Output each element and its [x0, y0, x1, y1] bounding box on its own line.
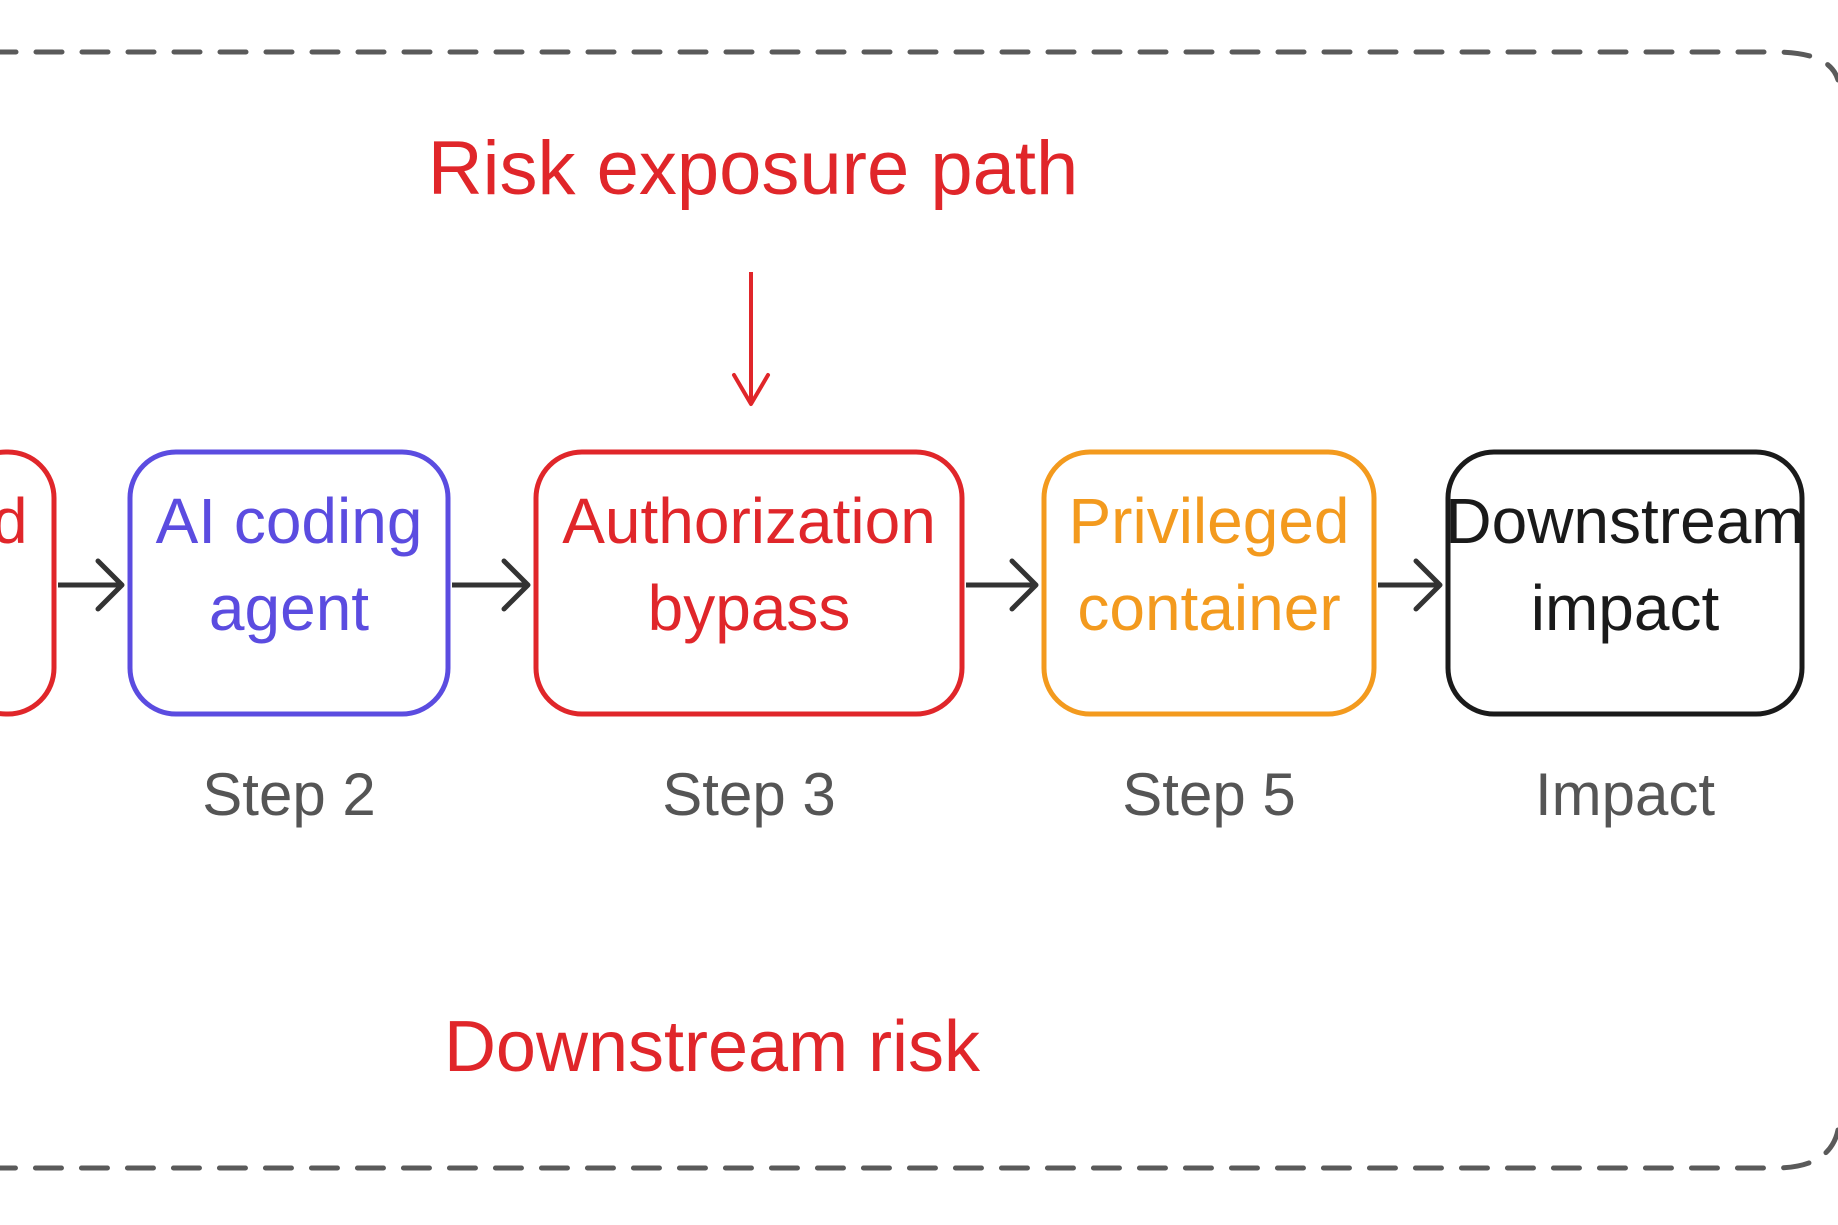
node-label-line: agent — [209, 572, 369, 644]
title-pointer-arrow — [732, 272, 770, 406]
step-caption: Step 2 — [202, 761, 375, 828]
node-box — [1041, 449, 1377, 717]
node-label-line: bypass — [648, 572, 851, 644]
node-label-line: d — [0, 485, 28, 557]
node-label-line: Downstream — [1445, 485, 1804, 557]
connector-arrow — [966, 558, 1039, 612]
node-label-line: AI coding — [156, 485, 423, 557]
diagram-footer: Downstream risk — [444, 1007, 981, 1087]
diagram-title: Risk exposure path — [428, 126, 1079, 211]
connector-arrow — [58, 558, 125, 612]
connector-arrows — [58, 558, 1443, 612]
node-label-line: Authorization — [562, 485, 936, 557]
node-box — [533, 449, 965, 717]
node-label-line: container — [1077, 572, 1340, 644]
dashed-boundary — [0, 49, 1838, 1171]
connector-arrow — [452, 558, 531, 612]
node-box — [1445, 449, 1805, 717]
node-label-line: impact — [1531, 572, 1720, 644]
node-box — [0, 449, 57, 717]
node-label-line: Privileged — [1068, 485, 1349, 557]
connector-arrow — [1378, 558, 1443, 612]
step-caption: Step 5 — [1122, 761, 1295, 828]
node-partial: d — [0, 449, 57, 717]
node-box — [127, 449, 451, 717]
step-caption: Step 3 — [662, 761, 835, 828]
step-caption: Impact — [1535, 761, 1715, 828]
